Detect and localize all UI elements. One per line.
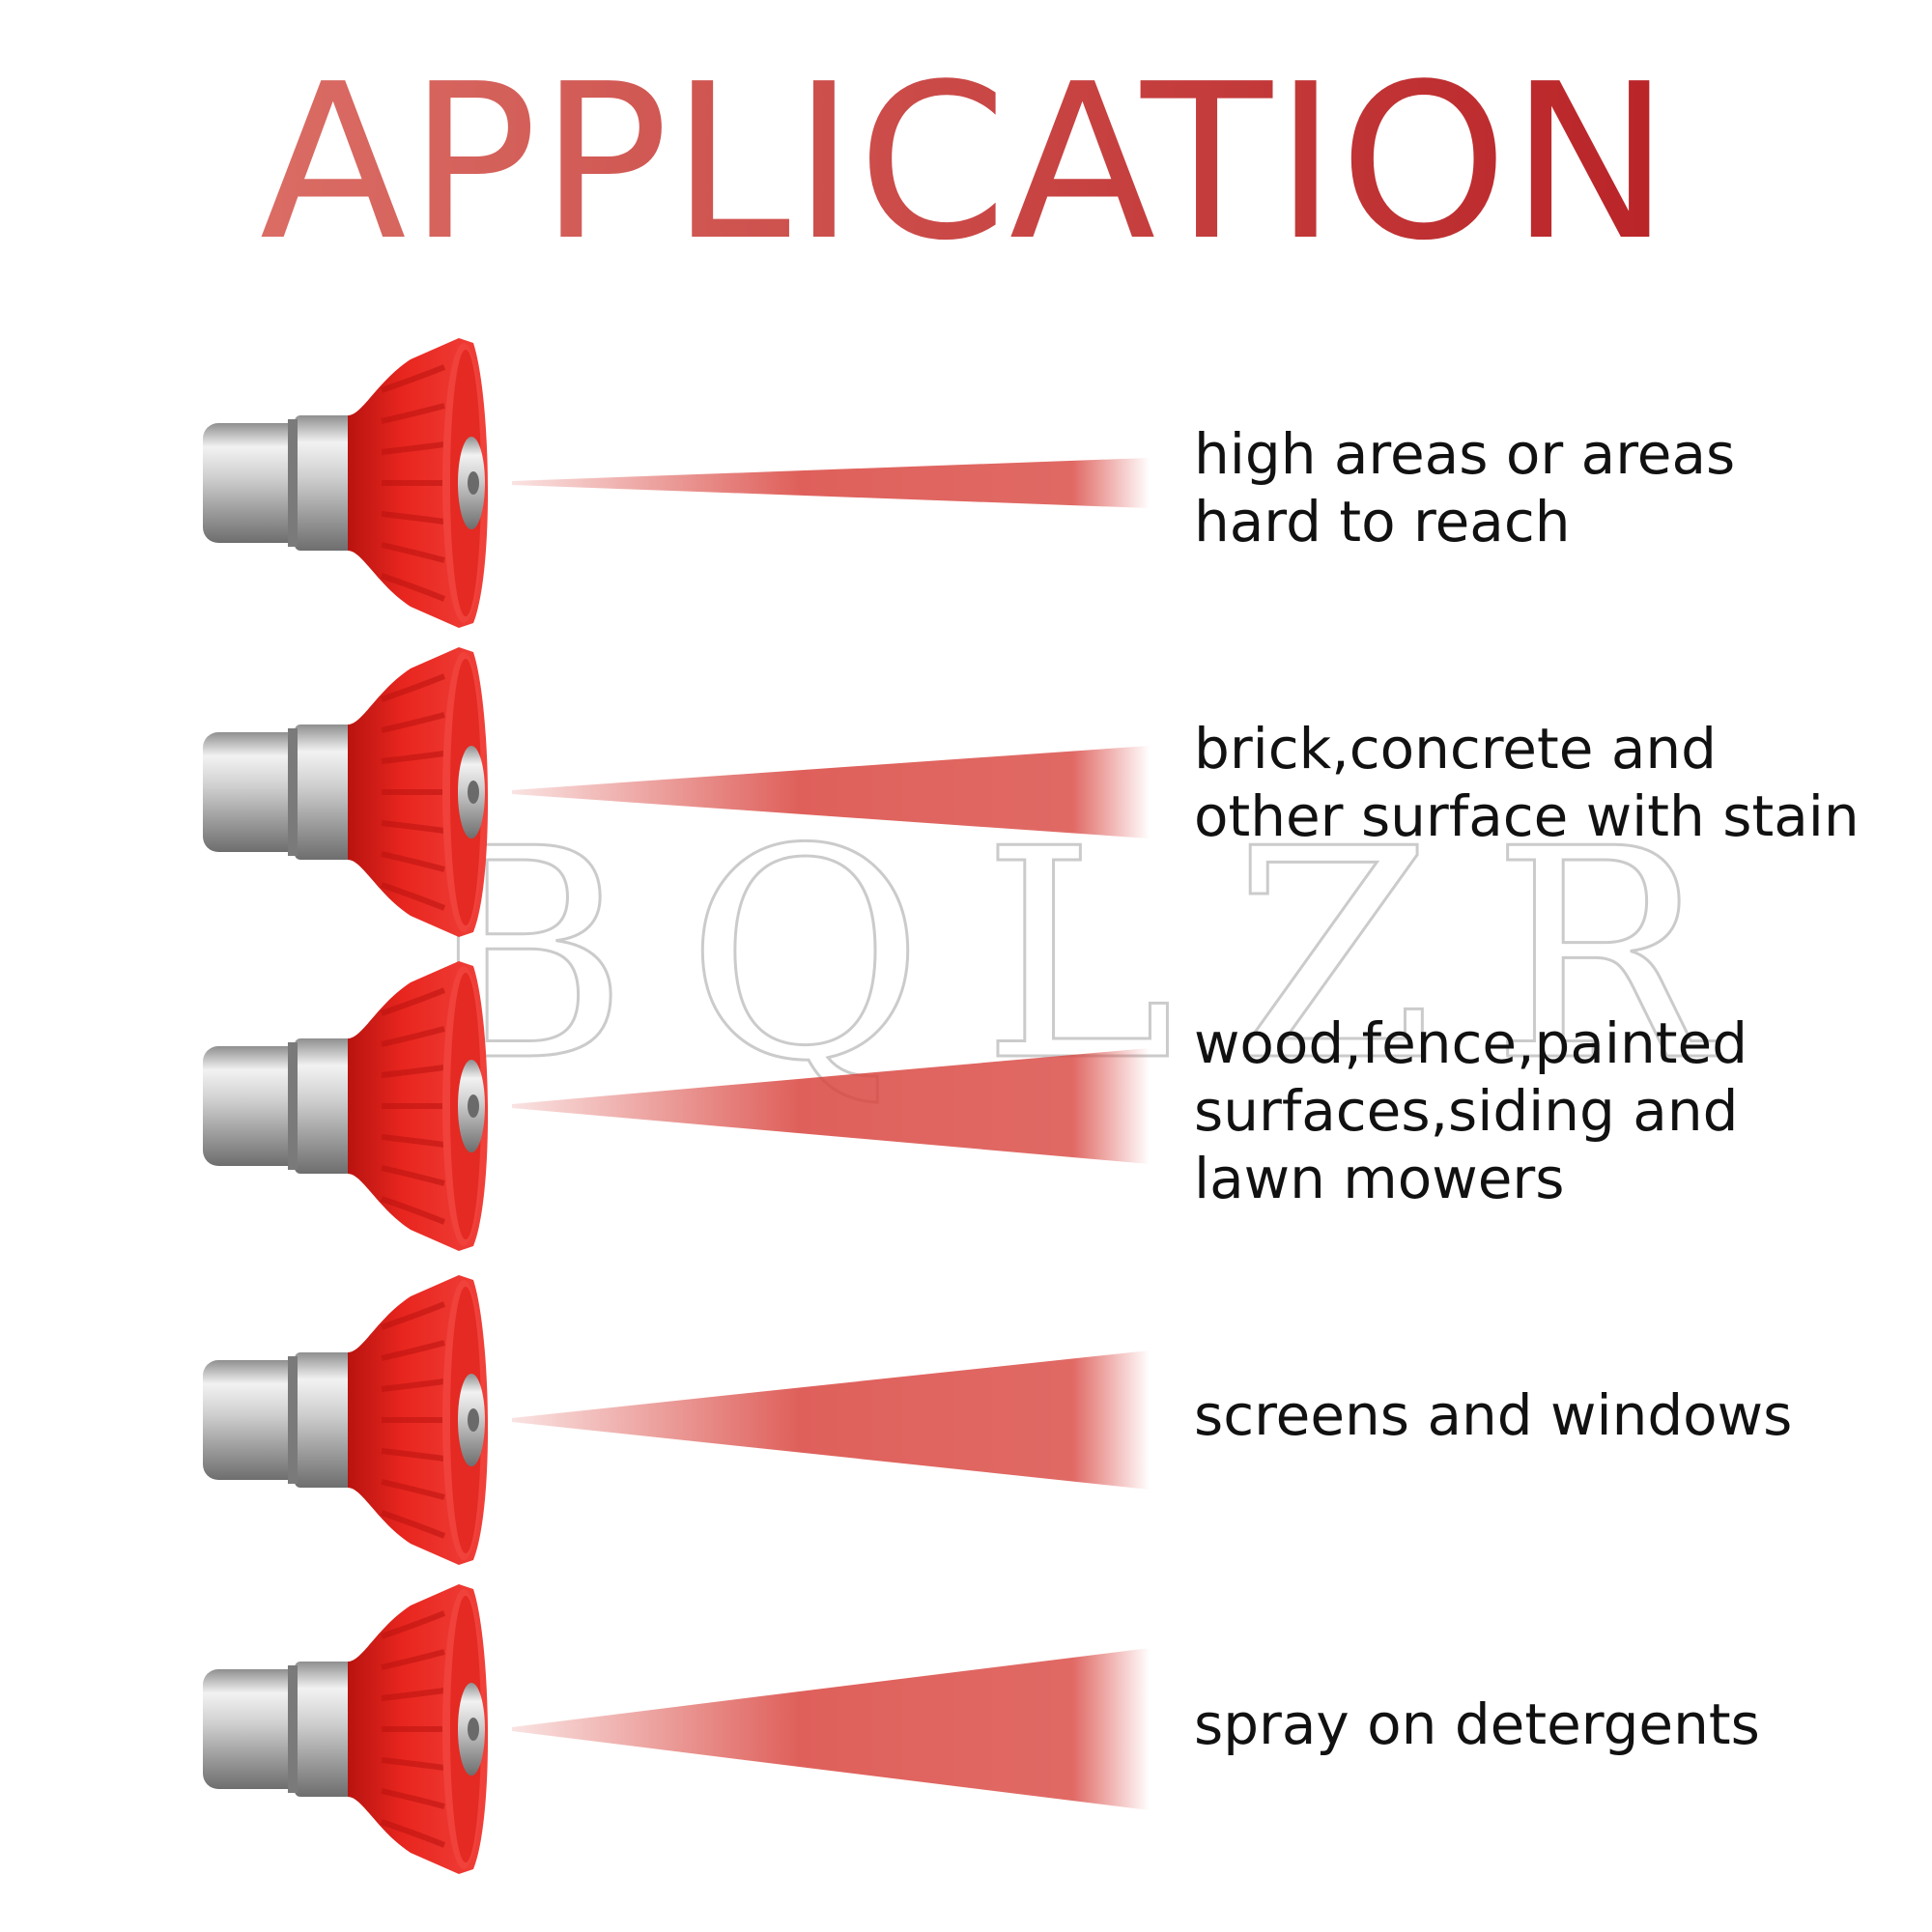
pressure-washer-nozzle-icon	[203, 961, 489, 1251]
page-title: APPLICATION	[0, 56, 1932, 270]
spray-fan-icon	[512, 1350, 1150, 1490]
application-row-detergents: spray on detergents	[0, 1575, 1932, 1884]
application-label-line: wood,fence,painted	[1194, 1010, 1748, 1076]
spray-fan-icon	[512, 746, 1150, 838]
application-label-line: lawn mowers	[1194, 1146, 1565, 1211]
application-label-line: spray on detergents	[1194, 1691, 1760, 1757]
application-label-line: brick,concrete and	[1194, 716, 1717, 781]
pressure-washer-nozzle-icon	[203, 1584, 489, 1874]
application-label-line: other surface with stain	[1194, 783, 1860, 849]
pressure-washer-nozzle-icon	[203, 338, 489, 628]
application-label-line: high areas or areas	[1194, 421, 1736, 487]
application-row-screens-windows: screens and windows	[0, 1265, 1932, 1575]
application-label-line: hard to reach	[1194, 489, 1571, 554]
pressure-washer-nozzle-icon	[203, 647, 489, 937]
application-label: spray on detergents	[1194, 1690, 1909, 1758]
spray-fan-icon	[512, 1648, 1150, 1810]
application-label-line: surfaces,siding and	[1194, 1078, 1739, 1144]
application-label-line: screens and windows	[1194, 1382, 1793, 1448]
spray-fan-icon	[512, 458, 1150, 508]
spray-fan-icon	[512, 1048, 1150, 1164]
pressure-washer-nozzle-icon	[203, 1275, 489, 1565]
application-label: screens and windows	[1194, 1381, 1909, 1449]
